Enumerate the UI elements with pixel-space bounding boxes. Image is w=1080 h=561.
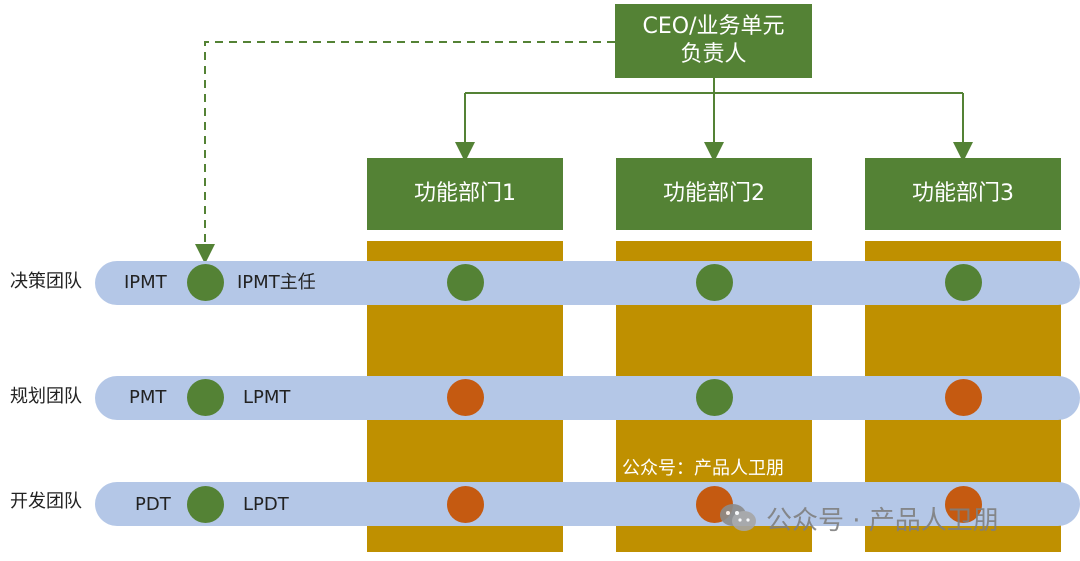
watermark-overlay-text: 公众号：产品人卫朋 — [622, 458, 784, 479]
dept-box-label: 功能部门1 — [414, 181, 516, 206]
ceo-box-label: CEO/业务单元 负责人 — [642, 14, 785, 67]
lane-label-development: 开发团队 — [10, 491, 82, 512]
lane-development-team — [95, 482, 1080, 526]
lane-2-dept-1-dot — [447, 379, 484, 416]
watermark-corner: 公众号 · 产品人卫朋 — [718, 500, 999, 536]
dept-box-2: 功能部门2 — [616, 158, 812, 230]
role-left-pmt: PMT — [129, 387, 167, 408]
lane-1-dept-3-dot — [945, 264, 982, 301]
lane-decision-team — [95, 261, 1080, 305]
ceo-box: CEO/业务单元 负责人 — [615, 4, 812, 78]
wechat-icon — [720, 504, 756, 531]
role-right-ipmt-lead: IPMT主任 — [237, 272, 316, 293]
lane-2-dept-2-dot — [696, 379, 733, 416]
dept-box-1: 功能部门1 — [367, 158, 563, 230]
dept-box-3: 功能部门3 — [865, 158, 1061, 230]
lane-1-dept-2-dot — [696, 264, 733, 301]
dept-box-label: 功能部门3 — [912, 181, 1014, 206]
watermark-corner-text: 公众号 · 产品人卫朋 — [766, 505, 999, 536]
role-right-lpdt: LPDT — [243, 494, 289, 515]
lane-2-dept-3-dot — [945, 379, 982, 416]
role-left-pdt: PDT — [135, 494, 171, 515]
lane-label-decision: 决策团队 — [10, 271, 82, 292]
lane-3-dept-1-dot — [447, 486, 484, 523]
role-left-ipmt: IPMT — [124, 272, 167, 293]
lane-1-dept-1-dot — [447, 264, 484, 301]
role-right-lpmt: LPMT — [243, 387, 291, 408]
lane-3-dept-3-dot — [945, 486, 982, 523]
lane-label-planning: 规划团队 — [10, 386, 82, 407]
dashed-arrow-to-ipmt — [195, 41, 615, 264]
lane-planning-team — [95, 376, 1080, 420]
dept-box-label: 功能部门2 — [663, 181, 765, 206]
team-dot-pdt — [187, 486, 224, 523]
team-dot-pmt — [187, 379, 224, 416]
team-dot-ipmt — [187, 264, 224, 301]
